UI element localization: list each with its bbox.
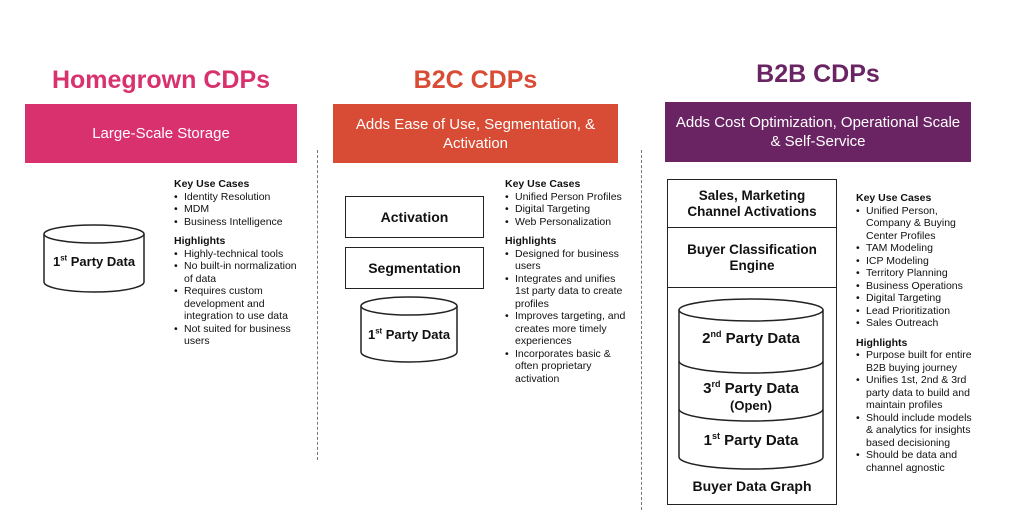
list-item: Digital Targeting (856, 292, 976, 305)
homegrown-notes: Key Use Cases Identity Resolution MDM Bu… (174, 178, 304, 355)
homegrown-banner: Large-Scale Storage (25, 104, 297, 163)
list-item: Highly-technical tools (174, 248, 304, 261)
list-item: Should be data and channel agnostic (856, 449, 976, 474)
b2b-notes: Key Use Cases Unified Person, Company & … (856, 192, 976, 481)
b2c-cylinder: 1st Party Data (360, 296, 458, 364)
list-item: Digital Targeting (505, 203, 630, 216)
homegrown-cylinder: 1st Party Data (43, 224, 145, 294)
list-item: Business Intelligence (174, 216, 304, 229)
list-item: Identity Resolution (174, 191, 304, 204)
buyer-classification-box: Buyer Classification Engine (667, 227, 837, 288)
list-item: Territory Planning (856, 267, 976, 280)
b2c-notes: Key Use Cases Unified Person Profiles Di… (505, 178, 630, 392)
highlights-list: Designed for business users Integrates a… (505, 248, 630, 386)
cylinder-label: 1st Party Data (52, 253, 136, 269)
highlights-list: Purpose built for entire B2B buying jour… (856, 349, 976, 474)
activation-box: Activation (345, 196, 484, 238)
list-item: TAM Modeling (856, 242, 976, 255)
list-item: Sales Outreach (856, 317, 976, 330)
list-item: Requires custom development and integrat… (174, 285, 304, 323)
b2b-banner: Adds Cost Optimization, Operational Scal… (665, 102, 971, 162)
b2c-title: B2C CDPs (413, 66, 538, 94)
segmentation-box: Segmentation (345, 247, 484, 289)
b2b-data-stack: 2nd Party Data 3rd Party Data (Open) 1st… (678, 297, 824, 471)
homegrown-title: Homegrown CDPs (51, 66, 271, 94)
list-item: Not suited for business users (174, 323, 304, 348)
list-item: No built-in normalization of data (174, 260, 304, 285)
cylinder-icon (360, 296, 458, 363)
list-item: MDM (174, 203, 304, 216)
use-cases-list: Unified Person Profiles Digital Targetin… (505, 191, 630, 229)
list-item: ICP Modeling (856, 255, 976, 268)
divider-1 (317, 150, 318, 460)
use-cases-list: Identity Resolution MDM Business Intelli… (174, 191, 304, 229)
cylinder-label: 2nd Party Data (702, 329, 800, 348)
list-item: Designed for business users (505, 248, 630, 273)
highlights-heading: Highlights (505, 235, 557, 247)
list-item: Integrates and unifies 1st party data to… (505, 273, 630, 311)
highlights-list: Highly-technical tools No built-in norma… (174, 248, 304, 348)
list-item: Business Operations (856, 280, 976, 293)
divider-2 (641, 150, 642, 510)
list-item: Unified Person Profiles (505, 191, 630, 204)
use-cases-heading: Key Use Cases (174, 178, 250, 190)
stacked-cylinders-icon (678, 298, 824, 470)
use-cases-list: Unified Person, Company & Buying Center … (856, 205, 976, 330)
b2c-banner: Adds Ease of Use, Segmentation, & Activa… (333, 104, 618, 163)
highlights-heading: Highlights (856, 336, 908, 349)
highlights-heading: Highlights (174, 235, 226, 247)
list-item: Incorporates basic & often proprietary a… (505, 348, 630, 386)
buyer-data-graph-label: Buyer Data Graph (692, 478, 812, 494)
use-cases-heading: Key Use Cases (505, 178, 581, 190)
list-item: Lead Prioritization (856, 305, 976, 318)
sales-activations-box: Sales, Marketing Channel Activations (667, 179, 837, 229)
list-item: Unified Person, Company & Buying Center … (856, 205, 976, 243)
list-item: Improves targeting, and creates more tim… (505, 310, 630, 348)
list-item: Web Personalization (505, 216, 630, 229)
cylinder-label: 3rd Party Data (Open) (703, 379, 799, 414)
use-cases-heading: Key Use Cases (856, 192, 932, 204)
cylinder-label: 1st Party Data (703, 431, 799, 450)
cylinder-icon (43, 224, 145, 293)
list-item: Should include models & analytics for in… (856, 412, 976, 450)
list-item: Unifies 1st, 2nd & 3rd party data to bui… (856, 374, 976, 412)
list-item: Purpose built for entire B2B buying jour… (856, 349, 976, 374)
b2b-title: B2B CDPs (756, 60, 880, 88)
cylinder-label: 1st Party Data (367, 326, 451, 342)
